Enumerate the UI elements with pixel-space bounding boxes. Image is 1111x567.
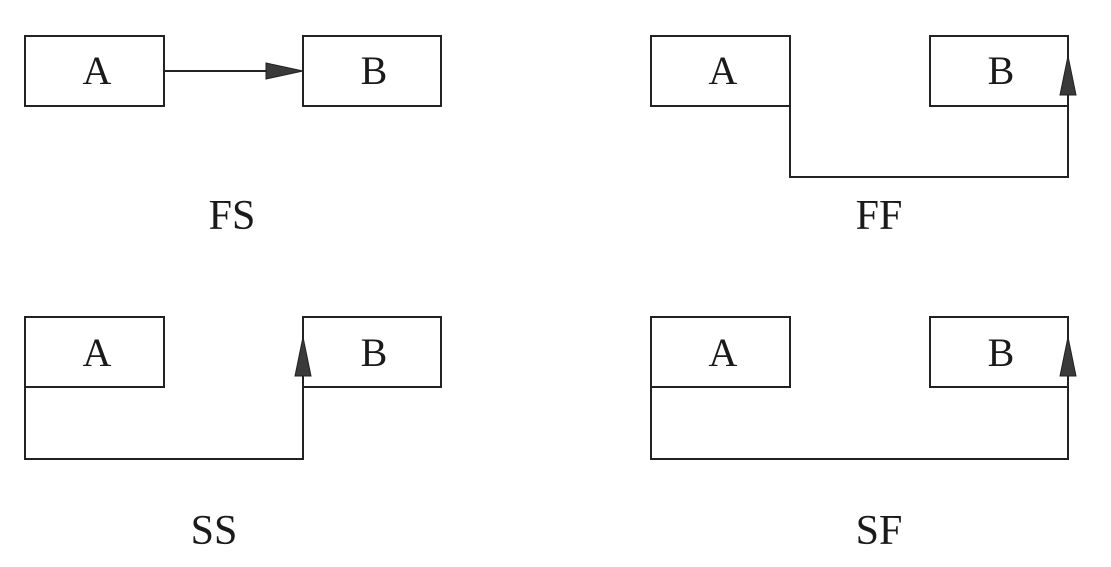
ss-box-b-label: B: [361, 330, 388, 375]
ss-caption: SS: [191, 508, 238, 554]
ff-arrowhead: [1059, 55, 1077, 96]
sf-diagram: A B SF: [650, 316, 1077, 554]
sf-box-a-label: A: [709, 330, 738, 375]
ss-diagram: A B SS: [24, 316, 442, 554]
ff-diagram: A B FF: [650, 35, 1077, 239]
fs-arrowhead: [265, 62, 304, 80]
ff-caption: FF: [856, 193, 903, 239]
sf-caption: SF: [856, 508, 903, 554]
ff-box-b-label: B: [988, 48, 1015, 93]
fs-box-a-label: A: [83, 48, 112, 93]
fs-box-b-label: B: [361, 48, 388, 93]
fs-box-a: [24, 35, 165, 107]
sf-arrowhead: [1059, 336, 1077, 377]
ss-connector: [24, 372, 304, 460]
sf-box-a: [650, 316, 791, 388]
ff-connector: [789, 92, 1069, 178]
ss-box-a-label: A: [83, 330, 112, 375]
ff-box-a-label: A: [709, 48, 738, 93]
ss-box-a: [24, 316, 165, 388]
sf-connector: [650, 372, 1069, 460]
ss-arrowhead: [294, 336, 312, 377]
fs-caption: FS: [209, 193, 256, 239]
fs-box-b: [302, 35, 442, 107]
sf-box-b-label: B: [988, 330, 1015, 375]
ff-box-a: [650, 35, 791, 107]
fs-diagram: A B FS: [24, 35, 442, 239]
